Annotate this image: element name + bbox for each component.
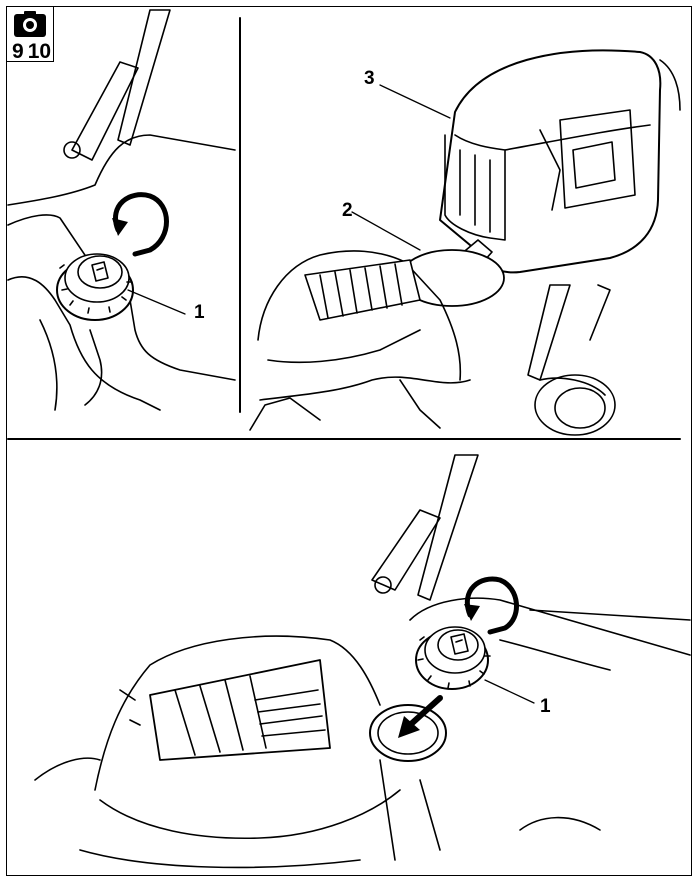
callout-1-left-cap: 1 (194, 302, 205, 323)
camera-icon (14, 11, 46, 37)
figure-number: 9 (12, 40, 24, 63)
callout-1-bottom-cap: 1 (540, 696, 551, 717)
panel-right-fuel-fill (249, 49, 681, 436)
panel-left-oil-cap (7, 9, 236, 411)
callout-3-fuel-can: 3 (364, 68, 375, 89)
figure-number: 10 (27, 40, 52, 63)
callout-2-funnel: 2 (342, 200, 353, 221)
figure-frame (6, 6, 692, 876)
panel-bottom-oil-cap (34, 454, 691, 869)
